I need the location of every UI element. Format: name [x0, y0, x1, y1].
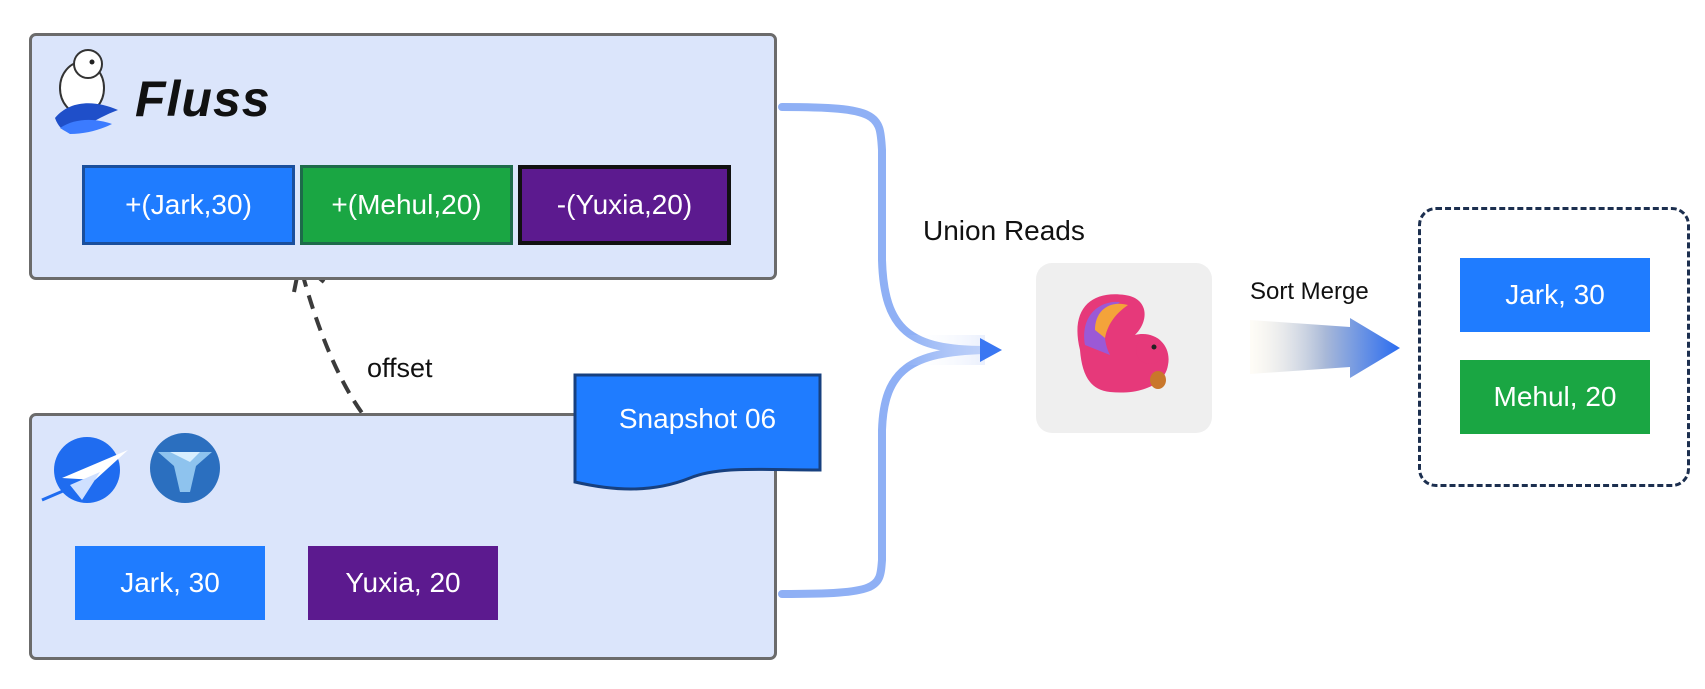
fluss-brand: Fluss — [135, 71, 271, 127]
log-record: -(Yuxia,20) — [518, 165, 731, 245]
snapshot-label: Snapshot 06 — [618, 403, 777, 434]
result-row: Jark, 30 — [1460, 258, 1650, 332]
log-record: +(Jark,30) — [82, 165, 295, 245]
lake-row: Yuxia, 20 — [308, 546, 498, 620]
result-row: Mehul, 20 — [1460, 360, 1650, 434]
union-reads-label: Union Reads — [923, 215, 1085, 246]
iceberg-icon — [150, 433, 220, 503]
offset-label: offset — [367, 353, 433, 383]
result-box — [1418, 207, 1690, 487]
sort-merge-label: Sort Merge — [1250, 278, 1369, 305]
log-record: +(Mehul,20) — [300, 165, 513, 245]
paimon-icon — [41, 437, 128, 503]
sort-merge-arrow — [1250, 318, 1400, 378]
lake-row: Jark, 30 — [75, 546, 265, 620]
otter-icon — [55, 49, 118, 134]
union-arrowhead — [980, 338, 1002, 362]
